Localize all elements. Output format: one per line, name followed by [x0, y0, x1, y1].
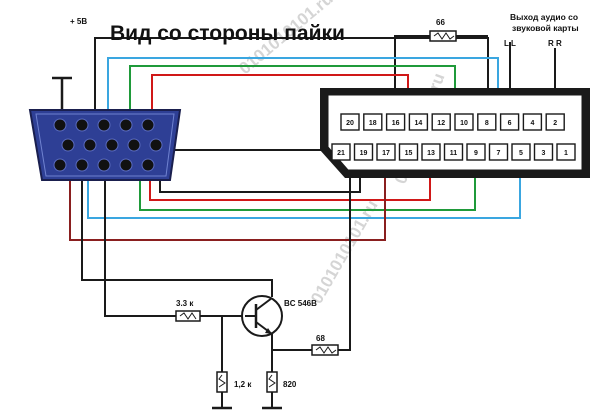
- vga-connector: [28, 109, 182, 181]
- scart-pin-label-1: 1: [564, 150, 568, 157]
- resistor-3k3: [175, 310, 201, 322]
- scart-pin-box-16: [385, 113, 406, 131]
- scart-pin-box-20: [340, 113, 360, 131]
- wire-base-left: [104, 170, 176, 317]
- vga-pin-3: [97, 118, 111, 132]
- vga-pin-12: [75, 158, 89, 172]
- scart-pin-box-11: [443, 143, 464, 161]
- label-audio-out-2: звуковой карты: [512, 23, 579, 33]
- scart-pin-label-2: 2: [553, 120, 557, 127]
- vga-pins: [53, 118, 163, 172]
- label-resistor-820: 820: [283, 380, 297, 389]
- wire-plus5v: [94, 37, 489, 130]
- scart-pin-box-8: [477, 113, 497, 131]
- scart-pin-label-12: 12: [437, 120, 445, 127]
- scart-pin-box-13: [421, 143, 441, 161]
- vga-pin-2: [75, 118, 89, 132]
- wire-blue-top: [107, 57, 499, 125]
- scart-pin-label-13: 13: [427, 150, 435, 157]
- label-resistor-3k3: 3.3 к: [176, 299, 194, 308]
- wire-green-bottom: [139, 150, 476, 211]
- scart-pin-label-3: 3: [542, 150, 546, 157]
- scart-pin-label-18: 18: [369, 120, 377, 127]
- vga-pin-8: [105, 138, 119, 152]
- scart-pin-box-9: [466, 143, 486, 161]
- diagram-title: Вид со стороны пайки: [110, 22, 345, 45]
- resistor-68: [311, 344, 339, 356]
- scart-pin-label-9: 9: [474, 150, 478, 157]
- vga-pin-13: [97, 158, 111, 172]
- scart-pin-box-12: [431, 113, 451, 131]
- scart-pin-label-5: 5: [519, 150, 523, 157]
- label-audio-out-1: Выход аудио со: [510, 12, 578, 22]
- scart-pin-label-7: 7: [497, 150, 501, 157]
- scart-pin-box-1: [556, 143, 576, 161]
- transistor-bc546b: [241, 295, 283, 337]
- vga-pin-11: [53, 158, 67, 172]
- label-transistor: BC 546B: [284, 299, 317, 308]
- scart-pin-label-14: 14: [415, 120, 423, 127]
- vga-pin-1: [53, 118, 67, 132]
- watermark-3: 0101010101.ru: [307, 197, 382, 307]
- scart-pin-label-16: 16: [392, 120, 400, 127]
- vga-pin-14: [119, 158, 133, 172]
- vga-pin-4: [119, 118, 133, 132]
- label-audio-left: L L: [504, 39, 516, 48]
- scart-pin-box-18: [363, 113, 383, 131]
- scart-pin-box-17: [376, 143, 396, 161]
- label-audio-right: R R: [548, 39, 562, 48]
- scart-pin-label-6: 6: [508, 120, 512, 127]
- scart-pin-label-15: 15: [405, 150, 413, 157]
- scart-pin-box-7: [488, 143, 509, 161]
- scart-pin-box-10: [454, 113, 474, 131]
- resistor-820: [266, 371, 278, 393]
- scart-pin-box-4: [522, 113, 543, 131]
- wire-pin16-res66: [394, 35, 430, 110]
- scart-pin-label-21: 21: [337, 150, 345, 157]
- scart-pin-label-4: 4: [530, 120, 534, 127]
- label-plus5v: + 5В: [70, 17, 87, 26]
- label-resistor-66: 66: [436, 18, 445, 27]
- scart-pin-box-5: [511, 143, 531, 161]
- scart-pin-box-3: [533, 143, 554, 161]
- wire-brown-bottom: [69, 150, 386, 241]
- resistor-1k2: [216, 371, 228, 393]
- resistor-66: [429, 30, 457, 42]
- scart-pin-box-6: [499, 113, 520, 131]
- scart-connector: 20 18 16 14 12 10 8 6 4 2 21 19 17 15 13 11 9 7 5 3 1: [320, 88, 590, 178]
- vga-pin-5: [141, 118, 155, 132]
- scart-pin-label-11: 11: [450, 150, 458, 157]
- scart-pin-label-19: 19: [360, 150, 368, 157]
- scart-pin-label-17: 17: [382, 150, 390, 157]
- scart-pin-label-10: 10: [460, 120, 468, 127]
- wire-collector: [81, 170, 273, 297]
- label-resistor-1k2: 1,2 к: [234, 380, 252, 389]
- scart-pin-box-19: [353, 143, 374, 161]
- vga-pin-7: [83, 138, 97, 152]
- wire-r68-right: [338, 150, 351, 351]
- vga-pin-10: [149, 138, 163, 152]
- scart-pins: 20 18 16 14 12 10 8 6 4 2 21 19 17 15 13 11 9 7 5 3 1: [331, 113, 576, 161]
- scart-pin-label-20: 20: [346, 120, 354, 127]
- scart-pin-label-8: 8: [485, 120, 489, 127]
- scart-pin-box-15: [398, 143, 419, 161]
- wire-blue-bottom: [87, 150, 521, 219]
- vga-pin-15: [141, 158, 155, 172]
- scart-pin-box-21: [331, 143, 351, 161]
- scart-pin-box-2: [545, 113, 565, 131]
- vga-pin-9: [127, 138, 141, 152]
- vga-pin-6: [61, 138, 75, 152]
- label-resistor-68: 68: [316, 334, 325, 343]
- scart-pin-box-14: [408, 113, 429, 131]
